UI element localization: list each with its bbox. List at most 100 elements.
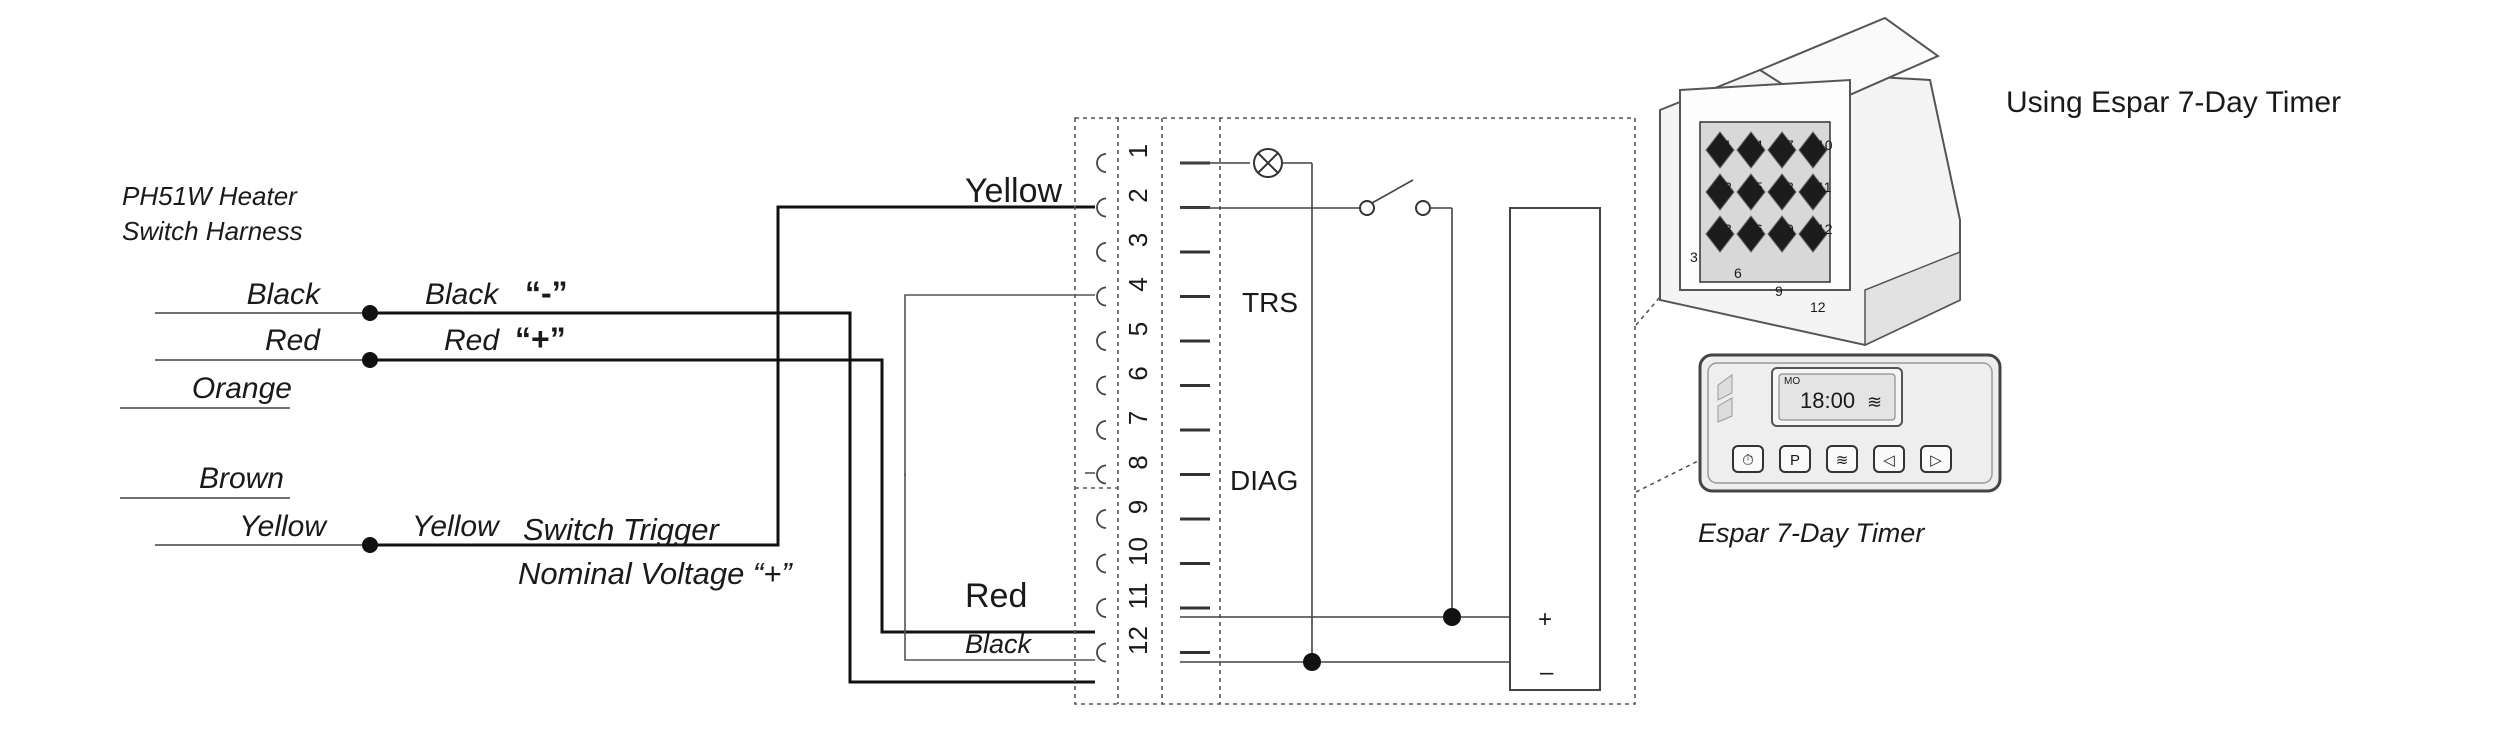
pin-socket-icon — [1096, 420, 1107, 440]
right-icon: ▷ — [1930, 452, 1942, 469]
pin-9: 9 — [1096, 500, 1210, 529]
plug-cell — [1736, 173, 1766, 211]
switch-contact-left — [1359, 200, 1375, 216]
svg-text:9: 9 — [1775, 283, 1783, 299]
pin-number: 2 — [1123, 188, 1153, 202]
black-wire-run — [370, 311, 1095, 684]
yellow-wire-run — [370, 205, 1095, 547]
connector-label-red: Red — [965, 577, 1027, 615]
plug-cell — [1798, 131, 1828, 169]
plus-label: + — [1538, 606, 1552, 633]
connector-label-black: Black — [965, 629, 1033, 659]
pin-6: 6 — [1096, 366, 1210, 396]
pin-1: 1 — [1096, 144, 1210, 173]
plug-cell — [1767, 131, 1797, 169]
pin-number: 10 — [1123, 537, 1153, 566]
pin-number: 7 — [1123, 411, 1153, 425]
timer-leader-line — [1635, 459, 1701, 493]
pin-number: 8 — [1123, 455, 1153, 469]
pin-socket-icon — [1096, 509, 1107, 529]
pin-socket-icon — [1096, 286, 1107, 307]
plug-cell-number: 4 — [1755, 137, 1763, 153]
pin-number: 11 — [1123, 583, 1153, 610]
pin-socket-icon — [1096, 153, 1107, 173]
timer-button-left[interactable] — [1873, 445, 1905, 473]
pin-11: 11 — [1096, 583, 1210, 618]
wire-label-brown: Brown — [199, 462, 284, 495]
plug-cell — [1705, 215, 1735, 253]
pin-12: 12 — [1096, 626, 1210, 663]
connector-label-yellow: Yellow — [965, 172, 1062, 210]
plug-cell — [1767, 173, 1797, 211]
pin-socket-icon — [1096, 375, 1107, 396]
espar-timer-illustration: MO 18:00 ≋ ⏱P≋◁▷ Espar 7-Day Timer — [1698, 353, 2002, 548]
pin-socket-icon — [1096, 464, 1107, 485]
wire-label-black: Black — [247, 278, 322, 311]
plug-cell — [1798, 173, 1828, 211]
pin-socket-icon — [1096, 242, 1107, 262]
plug-cell-number: 8 — [1786, 179, 1794, 195]
page-title: Using Espar 7-Day Timer — [2006, 86, 2341, 119]
wire-label-yellow: Yellow — [239, 510, 328, 543]
pin-3: 3 — [1096, 233, 1210, 262]
nominal-voltage-label: Nominal Voltage “+” — [518, 556, 793, 591]
plug-cell-number: 11 — [1817, 179, 1832, 195]
junction-dot-plus — [1443, 608, 1461, 626]
plug-cell — [1705, 173, 1735, 211]
heat-indicator-icon: ≋ — [1867, 392, 1882, 412]
timer-day: MO — [1784, 376, 1800, 387]
pin-number: 12 — [1123, 626, 1153, 655]
timer-button-clock[interactable] — [1732, 445, 1764, 473]
lamp-switch-circuit — [1180, 148, 1510, 671]
svg-text:12: 12 — [1810, 299, 1826, 315]
junction-dot-minus — [1303, 653, 1321, 671]
p-icon: P — [1790, 452, 1800, 469]
switch-contact-right — [1415, 200, 1431, 216]
pin-number: 6 — [1123, 366, 1153, 380]
red-mid-label: Red — [444, 324, 500, 357]
wire-label-orange: Orange — [192, 372, 292, 405]
switch-blade — [1371, 179, 1414, 204]
svg-text:6: 6 — [1734, 265, 1742, 281]
plug-cell-number: 3 — [1724, 221, 1732, 237]
pin-8: 8 — [1096, 455, 1210, 485]
pin-number: 3 — [1123, 233, 1153, 247]
pin-4: 4 — [1096, 277, 1210, 307]
wire-label-red: Red — [265, 324, 321, 357]
pin4-jumper-wire — [904, 294, 1095, 661]
plug-cell-number: 2 — [1724, 179, 1732, 195]
pin-number: 1 — [1123, 144, 1153, 158]
pin-socket-icon — [1096, 553, 1107, 574]
red-mid-sign: “+” — [515, 321, 566, 357]
plug-cell-number: 6 — [1755, 221, 1763, 237]
yellow-mid-label: Yellow — [412, 510, 501, 543]
pin-10: 10 — [1096, 537, 1210, 574]
pin-number: 5 — [1123, 322, 1153, 336]
pin-socket-icon — [1096, 197, 1107, 218]
plug-cell-number: 10 — [1817, 137, 1833, 153]
black-mid-sign: “-” — [525, 275, 568, 311]
switch-trigger-label: Switch Trigger — [523, 512, 720, 547]
plug-cell — [1798, 215, 1828, 253]
timer-button-heat[interactable] — [1826, 445, 1858, 473]
heat-icon: ≋ — [1836, 452, 1849, 469]
pin-number: 9 — [1123, 500, 1153, 514]
plug-cell — [1736, 215, 1766, 253]
plug-cell — [1767, 215, 1797, 253]
pin-7: 7 — [1096, 411, 1210, 440]
pin-2: 2 — [1096, 188, 1210, 218]
plug-cell-number: 9 — [1786, 221, 1794, 237]
pin-socket-icon — [1096, 331, 1107, 351]
svg-text:3: 3 — [1690, 249, 1698, 265]
plug-cell-number: 12 — [1817, 221, 1833, 237]
plug-cell-number: 1 — [1724, 137, 1732, 153]
black-mid-label: Black — [425, 278, 500, 311]
connector-outline — [1074, 117, 1636, 705]
timer-button-right[interactable] — [1920, 445, 1952, 473]
pin-socket-icon — [1096, 598, 1107, 618]
espar-logo-icon — [1717, 374, 1733, 401]
timer-button-p[interactable] — [1779, 445, 1811, 473]
harness-title-line1: PH51W Heater — [122, 181, 298, 211]
